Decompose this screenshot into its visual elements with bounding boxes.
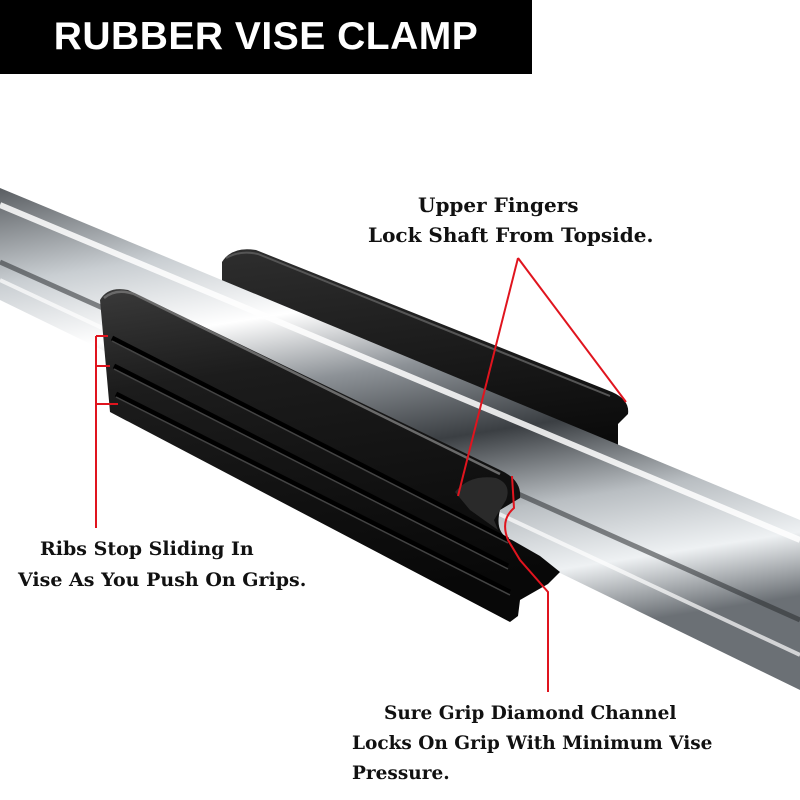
page-title: RUBBER VISE CLAMP: [53, 15, 479, 58]
ribs-bracket: [95, 335, 118, 528]
upper-fingers-pointer-right: [517, 257, 627, 403]
callout-text: Pressure.: [352, 763, 450, 784]
callout-text: Locks On Grip With Minimum Vise: [352, 733, 713, 754]
callout-lines: [95, 257, 627, 692]
callout-text: Lock Shaft From Topside.: [368, 223, 654, 247]
callout-text: Vise As You Push On Grips.: [18, 569, 307, 591]
front-clamp-half: [100, 289, 560, 622]
title-banner: RUBBER VISE CLAMP: [0, 0, 532, 74]
callout-text: Upper Fingers: [418, 193, 579, 217]
sure-grip-pointer: [504, 475, 549, 692]
upper-fingers-pointer-left: [457, 257, 519, 497]
callout-text: Sure Grip Diamond Channel: [384, 703, 677, 724]
callout-text: Ribs Stop Sliding In: [40, 538, 254, 560]
